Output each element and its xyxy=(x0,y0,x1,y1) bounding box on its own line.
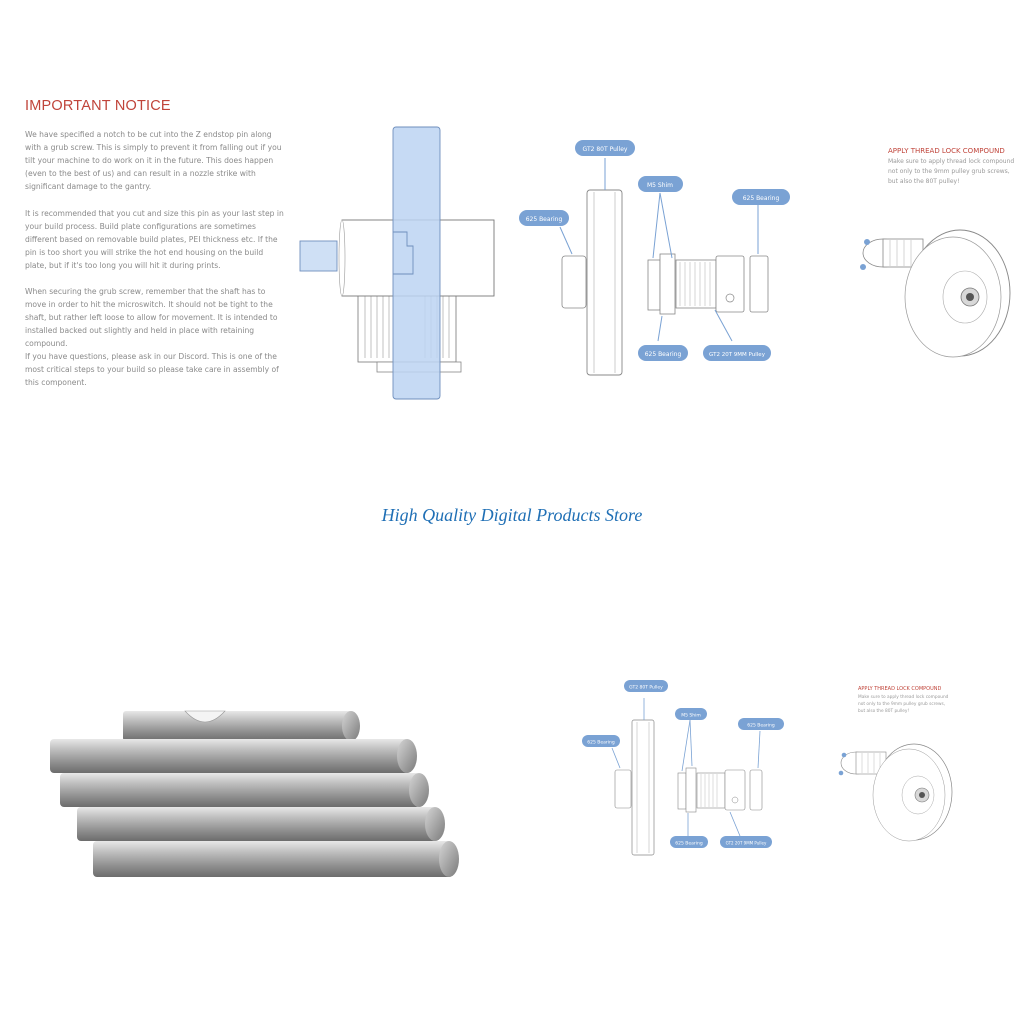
label-625-right-small: 625 Bearing xyxy=(747,723,775,729)
label-pill-625-left-small xyxy=(582,735,620,747)
label-pill-625-bottom-small xyxy=(670,836,708,848)
notice-paragraph-1: We have specified a notch to be cut into… xyxy=(25,130,282,191)
pulley-assembly-diagram: GT2 80T Pulley 625 Bearing M5 Shim 625 B… xyxy=(519,140,790,376)
thread-lock-line-2: not only to the 9mm pulley grub screws, xyxy=(888,168,1010,175)
pulley-assembly-diagram-small: GT2 80T Pulley 625 Bearing M5 Shim 625 B… xyxy=(582,680,784,856)
notice-paragraph-2: It is recommended that you cut and size … xyxy=(25,209,284,270)
notice-paragraph-4: If you have questions, please ask in our… xyxy=(25,352,279,387)
thread-lock-line-1-small: Make sure to apply thread lock compound xyxy=(858,695,949,700)
thread-lock-line-3-small: but also the 80T pulley! xyxy=(858,709,910,714)
thread-lock-title-small: APPLY THREAD LOCK COMPOUND xyxy=(858,686,942,692)
label-625-bearing-bottom: 625 Bearing xyxy=(645,351,682,358)
label-pill-625-right xyxy=(732,189,790,205)
thread-lock-line-1: Make sure to apply thread lock compound xyxy=(888,158,1015,165)
label-625-bottom-small: 625 Bearing xyxy=(675,841,703,847)
label-pill-625-bottom xyxy=(638,345,688,361)
pulley-3d-drawing xyxy=(860,229,1011,358)
store-watermark: High Quality Digital Products Store xyxy=(381,505,643,525)
thread-lock-line-2-small: not only to the 9mm pulley grub screws, xyxy=(858,702,946,707)
endstop-pin-diagram xyxy=(299,126,495,400)
label-625-bearing-right: 625 Bearing xyxy=(743,195,780,202)
thread-lock-title: APPLY THREAD LOCK COMPOUND xyxy=(888,147,1005,155)
label-pill-625-left xyxy=(519,210,569,226)
label-pill-gt2-20t xyxy=(703,345,771,361)
pulley-3d-drawing-small xyxy=(838,743,953,842)
label-pill-m5-shim-small xyxy=(675,708,707,720)
label-625-bearing-left: 625 Bearing xyxy=(526,216,563,223)
label-gt2-20t: GT2 20T 9MM Pulley xyxy=(709,352,766,358)
label-pill-gt2-80t-small xyxy=(624,680,668,692)
label-m5-shim-small: M5 Shim xyxy=(681,713,701,719)
label-m5-shim: M5 Shim xyxy=(647,182,673,189)
label-gt2-80t-small: GT2 80T Pulley xyxy=(629,685,663,691)
label-625-left-small: 625 Bearing xyxy=(587,740,615,746)
label-gt2-80t: GT2 80T Pulley xyxy=(583,146,628,153)
steel-rods-photo xyxy=(50,710,459,877)
label-pill-gt2-80t xyxy=(575,140,635,156)
thread-lock-line-3: but also the 80T pulley! xyxy=(888,178,960,185)
notice-paragraph-3: When securing the grub screw, remember t… xyxy=(25,287,278,348)
label-pill-gt2-20t-small xyxy=(720,836,772,848)
notice-title: IMPORTANT NOTICE xyxy=(25,98,171,114)
label-pill-m5-shim xyxy=(638,176,683,192)
label-pill-625-right-small xyxy=(738,718,784,730)
label-gt2-20t-small: GT2 20T 9MM Pulley xyxy=(726,841,767,846)
